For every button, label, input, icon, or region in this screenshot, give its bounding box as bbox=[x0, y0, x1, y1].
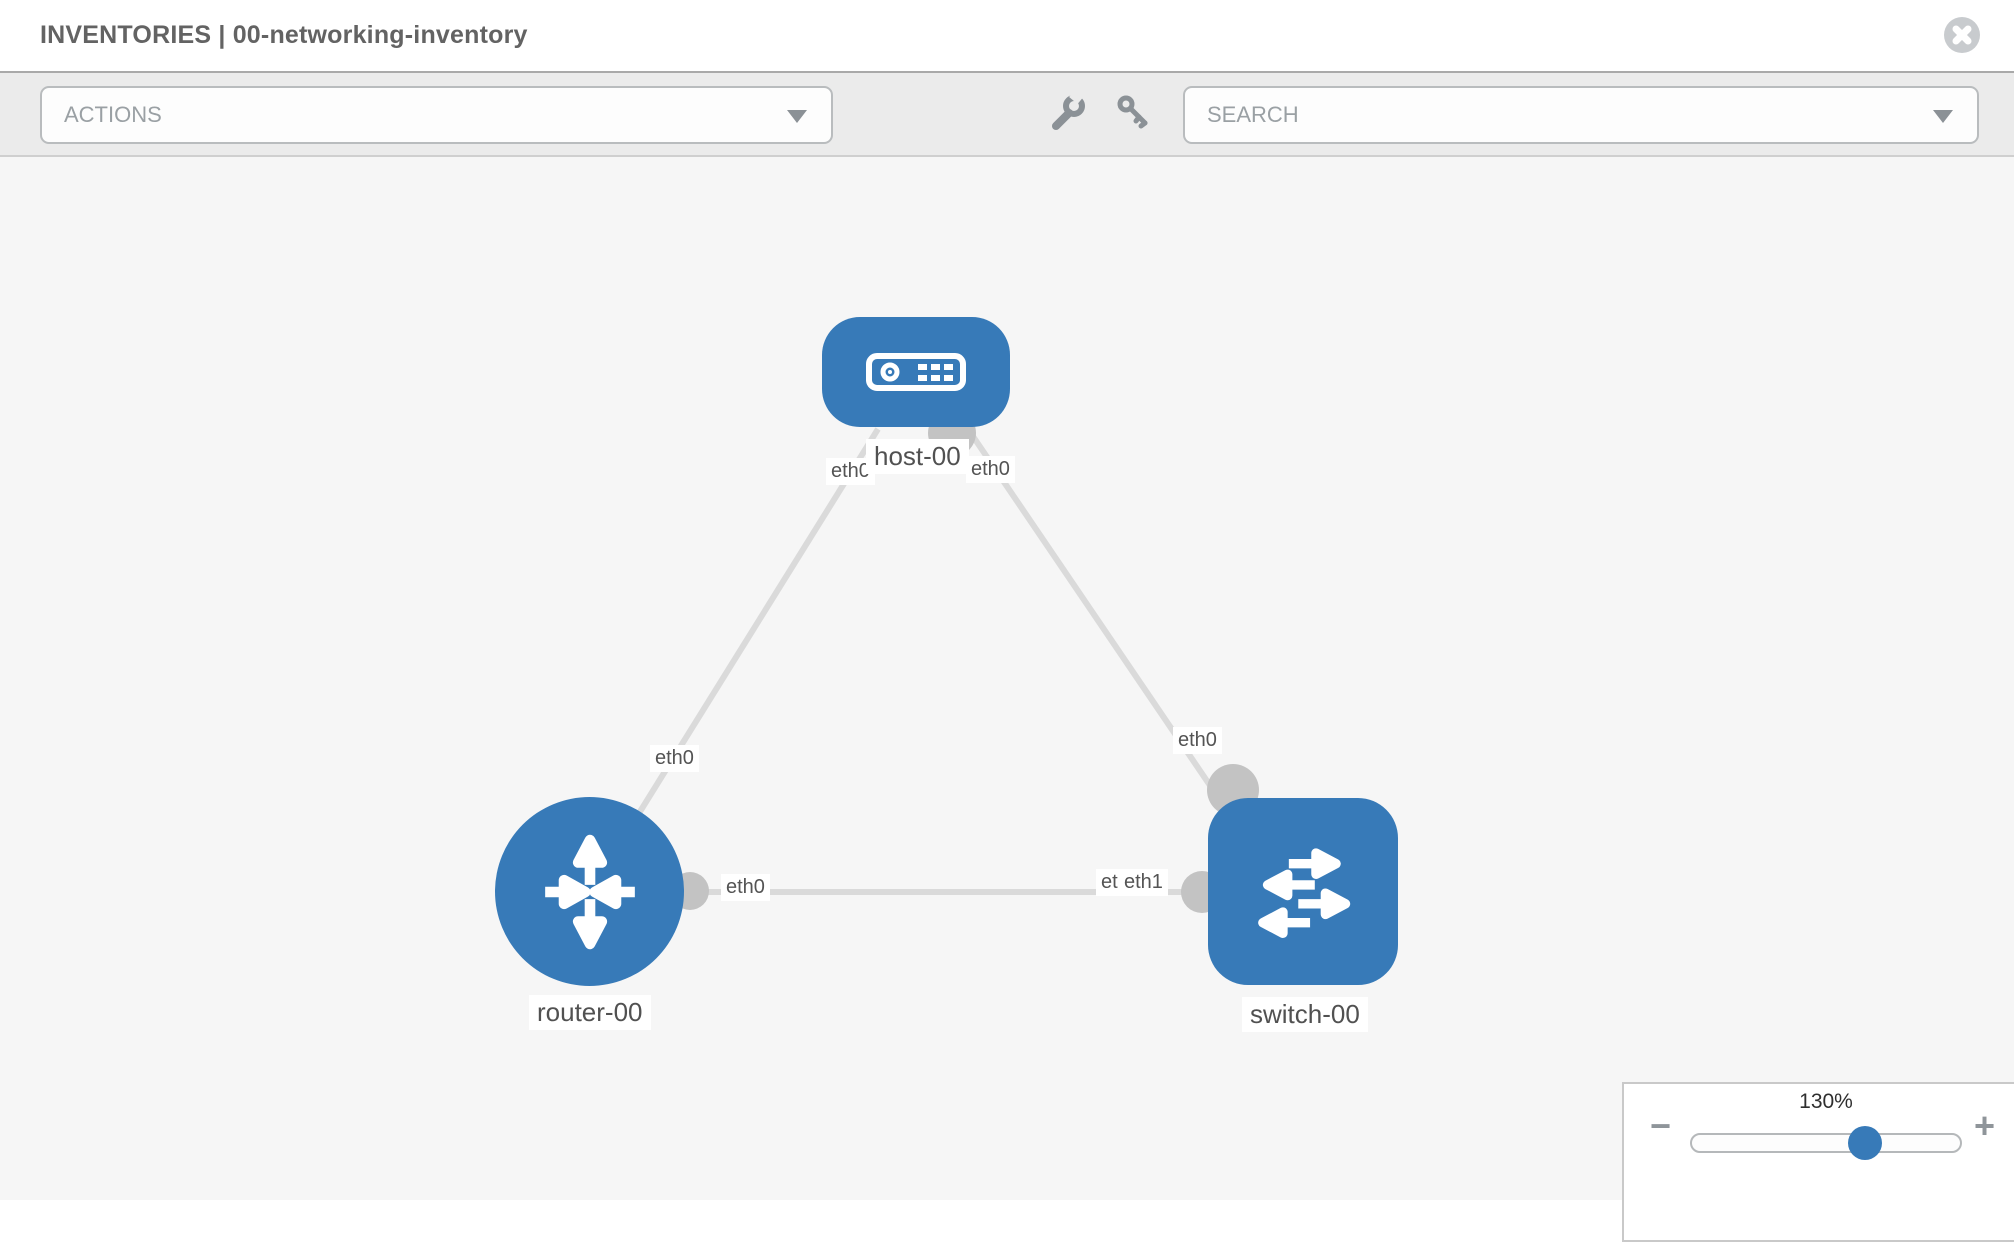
actions-dropdown[interactable]: ACTIONS bbox=[40, 86, 833, 144]
interface-label[interactable]: eth1 bbox=[1119, 869, 1168, 896]
search-placeholder: SEARCH bbox=[1207, 102, 1299, 127]
close-icon bbox=[1952, 25, 1972, 45]
page-title: INVENTORIES | 00-networking-inventory bbox=[40, 21, 528, 49]
key-icon[interactable] bbox=[1114, 92, 1154, 132]
zoom-control-panel: 130% − + bbox=[1622, 1082, 2014, 1242]
router-icon bbox=[544, 834, 635, 949]
node-label-router[interactable]: router-00 bbox=[529, 995, 651, 1030]
zoom-out-button[interactable]: − bbox=[1650, 1105, 1672, 1146]
close-button[interactable] bbox=[1944, 17, 1980, 53]
node-router-00[interactable] bbox=[495, 797, 684, 986]
interface-label[interactable]: eth0 bbox=[650, 745, 699, 772]
topology-edges bbox=[587, 409, 1300, 913]
wrench-icon[interactable] bbox=[1048, 92, 1088, 132]
zoom-slider-thumb[interactable] bbox=[1848, 1126, 1882, 1160]
node-switch-00[interactable] bbox=[1208, 798, 1398, 985]
chevron-down-icon bbox=[1933, 110, 1953, 123]
header-bar: INVENTORIES | 00-networking-inventory bbox=[0, 0, 2014, 71]
zoom-slider-track[interactable] bbox=[1690, 1133, 1962, 1153]
node-label-host[interactable]: host-00 bbox=[866, 439, 969, 474]
search-dropdown[interactable]: SEARCH bbox=[1183, 86, 1979, 144]
node-label-switch[interactable]: switch-00 bbox=[1242, 997, 1368, 1032]
toolbar: ACTIONS SEARCH bbox=[0, 71, 2014, 157]
host-icon bbox=[866, 353, 966, 391]
zoom-level-readout: 130% bbox=[1799, 1090, 1853, 1113]
chevron-down-icon bbox=[787, 110, 807, 123]
node-host-00[interactable] bbox=[822, 317, 1010, 427]
edge-host-switch[interactable] bbox=[965, 427, 1248, 839]
interface-label[interactable]: eth0 bbox=[966, 456, 1015, 483]
topology-canvas[interactable]: eth0 eth0 eth0 eth0 eth0 eth0 eth1 host-… bbox=[0, 157, 2014, 1200]
zoom-in-button[interactable]: + bbox=[1974, 1105, 1996, 1146]
actions-dropdown-label: ACTIONS bbox=[64, 102, 162, 127]
switch-icon bbox=[1258, 847, 1351, 938]
interface-label[interactable]: eth0 bbox=[1173, 727, 1222, 754]
interface-label[interactable]: eth0 bbox=[721, 874, 770, 901]
